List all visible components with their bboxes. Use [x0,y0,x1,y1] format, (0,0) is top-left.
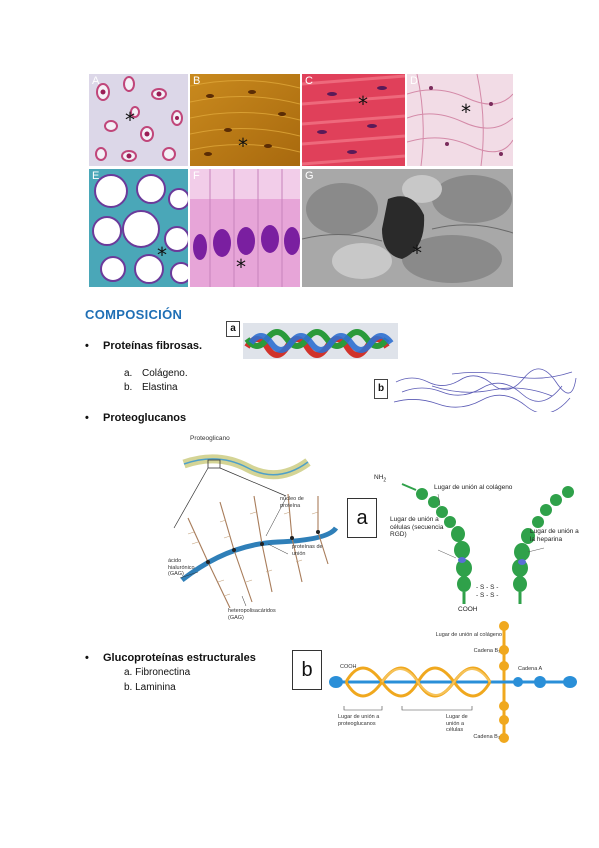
micrograph-panel-f: F * [190,169,300,287]
cells-texture [89,169,188,287]
bullet-label: Glucoproteínas estructurales [103,652,256,664]
cell-site-label: Lugar de unión a células (secuencia RGD) [390,516,444,538]
asterisk-marker: * [125,108,135,132]
bullet-proteoglycans: • Proteoglucanos [85,412,186,424]
panel-label: B [193,75,201,87]
collagen-site-label: Lugar de unión al colágeno [434,484,513,491]
panel-label: D [410,75,418,87]
epithelium-texture [190,169,300,287]
figure-label-a-large: a [347,498,377,538]
electron-micrograph-texture [302,169,513,287]
micrograph-panel-g: G * [302,169,513,287]
micrograph-panel-b: B * [190,74,300,166]
list-item: a. Colágeno. [124,368,188,379]
laminin-collagen-site-label: Lugar de unión al colágeno [435,632,502,638]
panel-label: F [193,170,200,182]
panel-label: A [92,75,100,87]
micrograph-panel-e: E * [89,169,188,287]
fibronectin-illustration [401,483,574,604]
bullet-dot: • [85,652,89,664]
item-text: Colágeno. [142,368,188,379]
core-protein-label: núcleo de proteína [280,496,304,509]
loose-tissue-texture [407,74,513,166]
laminin-cooh-label: COOH [340,664,357,670]
hyaluronic-label: ácido hialurónico (GAG) [168,558,195,577]
panel-label: C [305,75,313,87]
cooh-label: COOH [458,606,478,613]
heteropoly-label: heteropolisacáridos (GAG) [228,608,276,621]
proteoglycan-title: Proteoglicano [190,435,230,442]
bullet-glycoproteins: • Glucoproteínas estructurales [85,652,256,664]
heparin-site-label: Lugar de unión a la heparina [530,528,579,543]
nh2-label: NH2 [374,474,386,485]
proteoglycan-diagram: Proteoglicano núcleo de proteína proteín… [168,432,346,624]
panel-label: E [92,170,100,182]
micrograph-panel-a: A * [89,74,188,166]
bullet-dot: • [85,340,89,352]
disulfide-label-1: - S - S - [476,584,499,591]
proteoglycan-illustration [173,454,339,609]
chain-b1-label: Cadena B₁ [473,648,500,654]
item-letter: b. [124,382,133,393]
section-heading: COMPOSICIÓN [85,307,183,322]
figure-label-b-large: b [292,650,322,690]
link-proteins-label: proteínas de unión [292,544,323,557]
bullet-label: Proteínas fibrosas. [103,340,203,352]
elastin-fibers-figure [392,366,578,414]
asterisk-marker: * [157,243,167,267]
laminin-illustration [329,621,577,743]
panel-label: G [305,170,314,182]
laminin-cell-site-label: Lugar de unión a células [446,714,468,733]
asterisk-marker: * [238,134,248,158]
cartilage-texture [89,74,188,166]
elastin-fibers-image [393,368,577,414]
micrograph-panel-c: C * [302,74,405,166]
proteoglycan-site-label: Lugar de unión a proteoglucanos [338,714,380,727]
asterisk-marker: * [236,255,246,279]
asterisk-marker: * [461,100,471,124]
collagen-helix-figure [243,323,398,359]
laminin-diagram: Lugar de unión al colágeno Cadena B₁ Cad… [322,620,584,750]
disulfide-label-2: - S - S - [476,592,499,599]
asterisk-marker: * [358,92,368,116]
bullet-label: Proteoglucanos [103,412,187,424]
fibronectin-diagram: NH2 Lugar de unión al colágeno Lugar de … [372,466,582,616]
micrograph-panel-d: D * [407,74,513,166]
figure-label-a: a [226,321,240,337]
figure-label-b: b [374,379,388,399]
collagen-helix-image [243,323,398,359]
chain-a-label: Cadena A [518,666,543,672]
nh2-subscript: 2 [383,477,387,484]
item-text: Elastina [142,382,178,393]
list-item: b. Laminina [124,682,176,693]
list-item: a. Fibronectina [124,667,191,678]
item-letter: a. [124,368,133,379]
bullet-dot: • [85,412,89,424]
muscle-texture [302,74,405,166]
list-item: b. Elastina [124,382,178,393]
chain-b2-label: Cadena B₂ [473,734,500,740]
bullet-fibrous-proteins: • Proteínas fibrosas. [85,340,202,352]
asterisk-marker: * [412,241,422,265]
nh2-text: NH [374,474,384,481]
bone-texture [190,74,300,166]
